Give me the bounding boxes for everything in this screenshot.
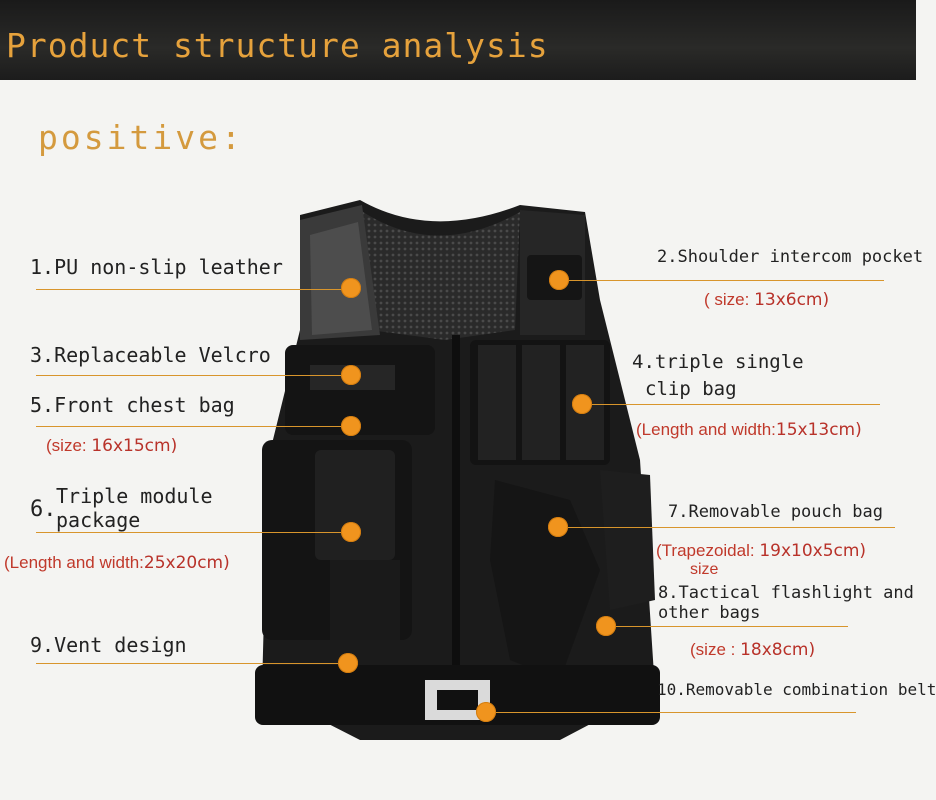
header-banner: Product structure analysis <box>0 0 916 80</box>
callout-6-marker <box>341 522 361 542</box>
callout-10-marker <box>476 702 496 722</box>
callout-3-marker <box>341 365 361 385</box>
callout-7-label: 7.Removable pouch bag <box>668 502 883 522</box>
callout-6-line <box>36 532 346 533</box>
callout-5-marker <box>341 416 361 436</box>
callout-7-marker <box>548 517 568 537</box>
callout-9-marker <box>338 653 358 673</box>
callout-8-line <box>608 626 848 627</box>
callout-9-line <box>36 663 346 664</box>
callout-4-label-line2: clip bag <box>645 378 737 400</box>
callout-4-label-line1: 4.triple single <box>632 351 804 373</box>
callout-8-marker <box>596 616 616 636</box>
callout-6-label-line2: package <box>56 508 141 532</box>
callout-1-label: 1.PU non-slip leather <box>30 255 283 279</box>
callout-7-size: (Trapezoidal: 19x10x5cm) <box>656 541 867 561</box>
callout-5-size: (size: 16x15cm) <box>46 436 178 456</box>
callout-7-line <box>560 527 895 528</box>
callout-3-label: 3.Replaceable Velcro <box>30 343 271 367</box>
section-title: positive: <box>38 118 244 157</box>
callout-8-label-line1: 8.Tactical flashlight and <box>658 583 914 603</box>
callout-2-size: ( size: 13x6cm) <box>704 290 830 310</box>
callout-10-line <box>488 712 856 713</box>
callout-1-line <box>36 289 351 290</box>
callout-9-label: 9.Vent design <box>30 633 187 657</box>
callout-6-label-line1: Triple module <box>56 484 213 508</box>
callout-6-number: 6. <box>30 497 57 522</box>
callout-6-size: (Length and width:25x20cm) <box>4 553 230 573</box>
callout-1-marker <box>341 278 361 298</box>
callout-4-marker <box>572 394 592 414</box>
callout-8-label-line2: other bags <box>658 603 761 623</box>
callout-4-size: (Length and width:15x13cm) <box>636 420 862 440</box>
callout-10-label: 10.Removable combination belt <box>657 680 936 699</box>
callout-2-line <box>562 280 884 281</box>
callout-2-marker <box>549 270 569 290</box>
callout-8-size: (size : 18x8cm) <box>690 640 816 660</box>
callout-5-label: 5.Front chest bag <box>30 393 235 417</box>
callout-4-line <box>585 404 880 405</box>
callout-7-size-line2: size <box>690 561 719 578</box>
tactical-vest-image <box>255 200 660 740</box>
callout-5-line <box>36 426 346 427</box>
page-title: Product structure analysis <box>6 26 549 65</box>
callout-2-label: 2.Shoulder intercom pocket <box>657 247 924 267</box>
callout-3-line <box>36 375 346 376</box>
